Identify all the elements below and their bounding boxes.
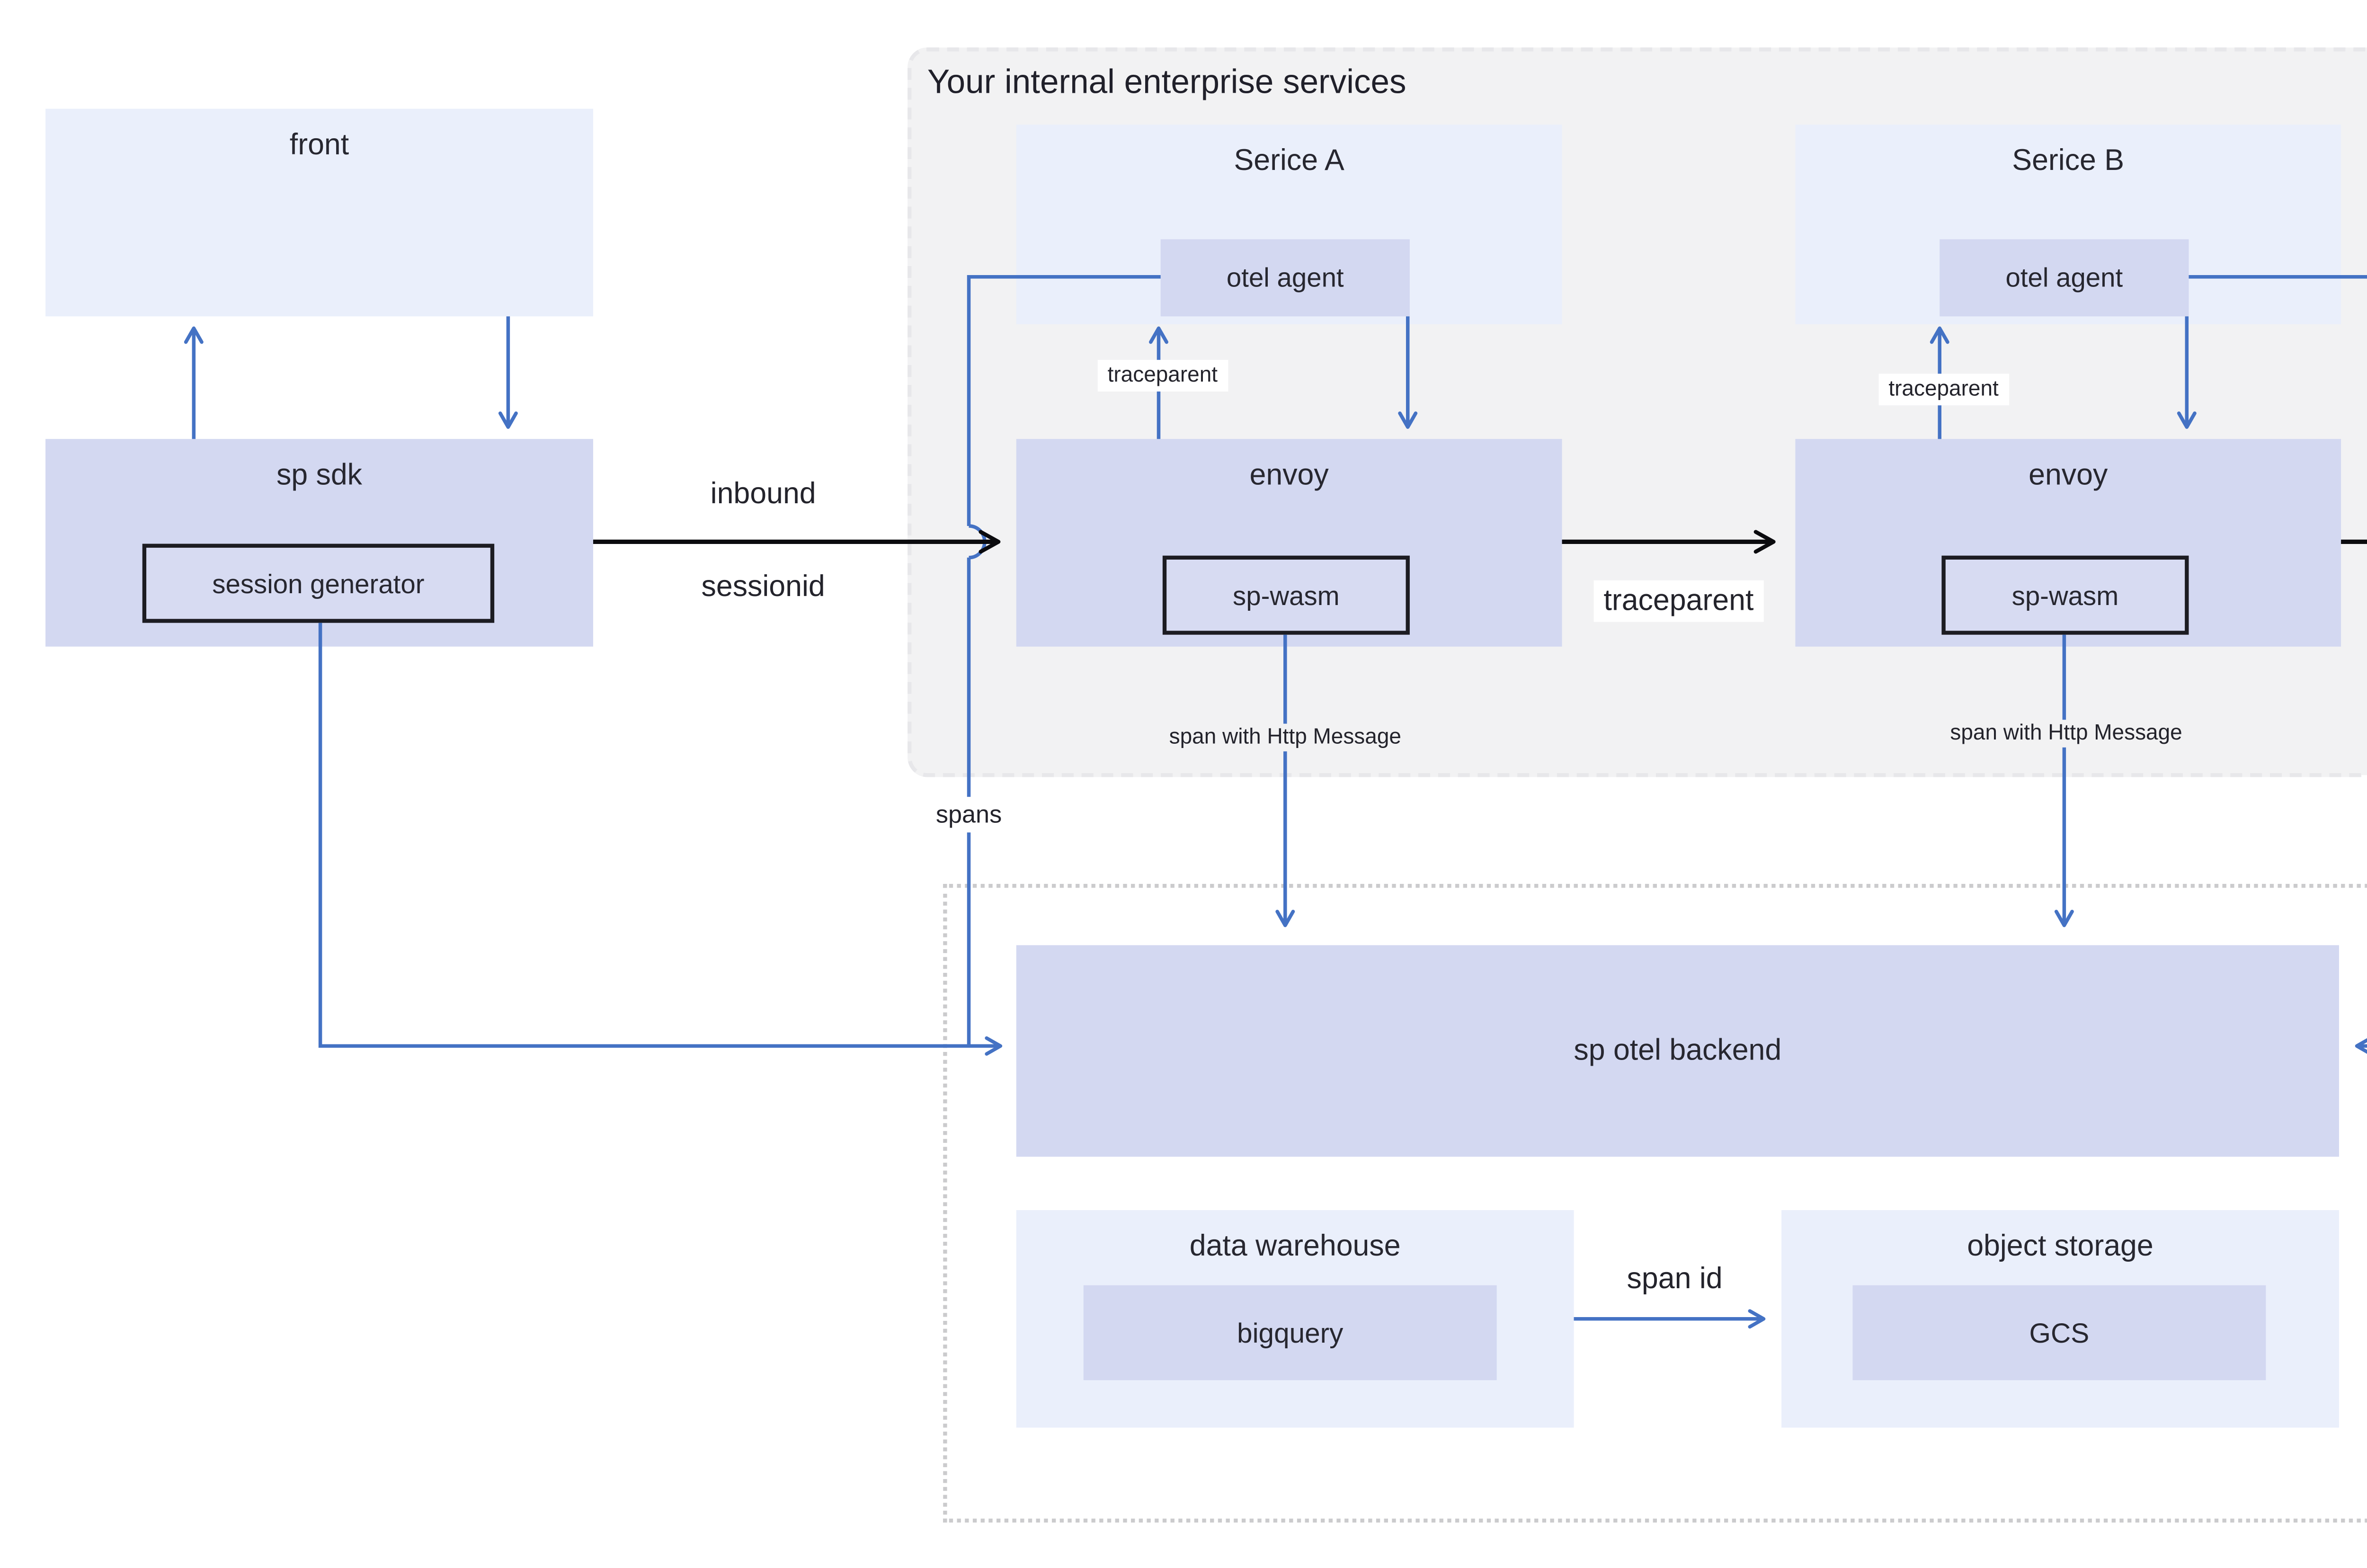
edge-label-spans-left: spans	[925, 797, 1012, 833]
node-object-storage-label: object storage	[1967, 1229, 2153, 1264]
edge-label-inbound: inbound	[710, 477, 816, 511]
edge-label-traceparent-mid: traceparent	[1593, 580, 1764, 622]
enterprise-services-title: Your internal enterprise services	[927, 63, 1406, 101]
edge-label-spans-right: spans	[2361, 775, 2367, 811]
node-bigquery: bigquery	[1083, 1285, 1497, 1381]
node-sp-wasm-b-label: sp-wasm	[2011, 580, 2119, 610]
edge-label-span-http-b: span with Http Message	[1942, 720, 2190, 748]
node-otel-agent-a-label: otel agent	[1226, 263, 1344, 293]
node-service-a-label: Serice A	[1234, 144, 1344, 178]
node-session-generator-label: session generator	[212, 568, 425, 598]
edge-label-span-http-a: span with Http Message	[1161, 723, 1409, 752]
node-sp-otel-backend: sp otel backend	[1016, 945, 2339, 1157]
node-bigquery-label: bigquery	[1237, 1317, 1344, 1349]
node-gcs-label: GCS	[2029, 1317, 2090, 1349]
edge-otelagentb-spans-upper	[2189, 275, 2367, 279]
node-envoy-b-label: envoy	[2029, 458, 2108, 492]
node-data-warehouse-label: data warehouse	[1189, 1229, 1401, 1264]
backend-group-container	[943, 883, 2367, 1523]
edge-sessiongenerator-to-backend	[318, 623, 1003, 1056]
edge-label-sessionid: sessionid	[701, 570, 825, 604]
node-otel-agent-a: otel agent	[1160, 239, 1410, 317]
node-front-label: front	[289, 128, 349, 162]
edge-otelagenta-spans-upper	[967, 275, 1161, 526]
node-otel-agent-b: otel agent	[1940, 239, 2189, 317]
node-sp-sdk-label: sp sdk	[276, 458, 363, 492]
node-service-b-label: Serice B	[2012, 144, 2125, 178]
node-sp-otel-backend-label: sp otel backend	[1574, 1034, 1782, 1068]
edge-label-traceparent-a: traceparent	[1097, 360, 1228, 392]
edge-label-traceparent-b: traceparent	[1878, 374, 2009, 406]
node-envoy-a-label: envoy	[1249, 458, 1329, 492]
node-gcs: GCS	[1852, 1285, 2266, 1381]
node-sp-wasm-a-label: sp-wasm	[1233, 580, 1340, 610]
node-otel-agent-b-label: otel agent	[2005, 263, 2123, 293]
node-sp-wasm-a: sp-wasm	[1162, 555, 1410, 635]
node-sp-wasm-b: sp-wasm	[1941, 555, 2189, 635]
node-session-generator: session generator	[142, 543, 495, 623]
node-front: front	[45, 108, 593, 317]
edge-label-span-id: span id	[1627, 1262, 1723, 1296]
